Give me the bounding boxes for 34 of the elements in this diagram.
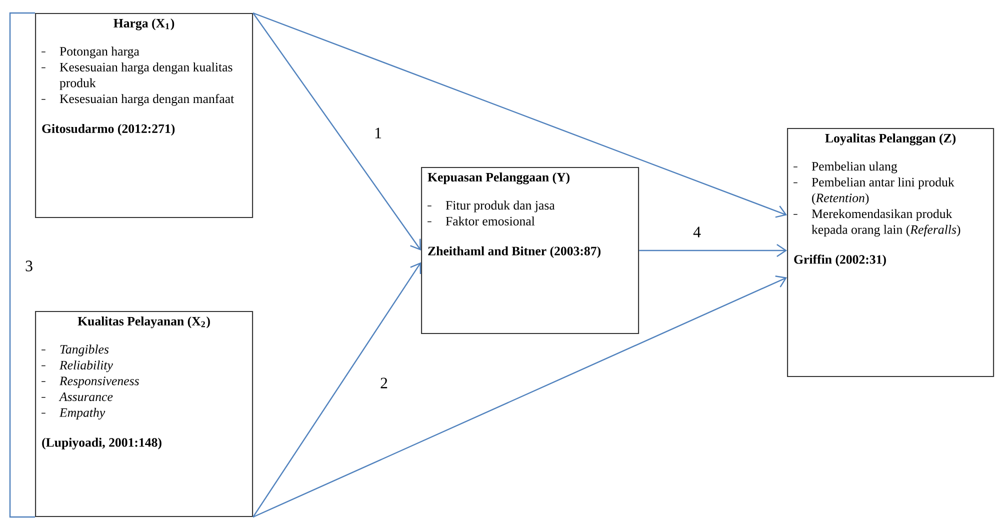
bullet-item: Assurance bbox=[41, 392, 113, 402]
variable-box bbox=[35, 13, 254, 218]
variable-box bbox=[35, 311, 254, 518]
edge-label: 3 bbox=[26, 260, 32, 272]
arrow bbox=[639, 244, 787, 258]
bullet-item: Faktor emosional bbox=[427, 216, 535, 226]
edge-label: 1 bbox=[375, 128, 382, 138]
source-citation: Griffin (2002:31) bbox=[794, 254, 886, 266]
edge-label: 4 bbox=[693, 226, 701, 238]
source-citation: Gitosudarmo (2012:271) bbox=[42, 124, 175, 136]
bullet-item: Pembelian ulang bbox=[793, 162, 898, 174]
arrow bbox=[252, 12, 421, 251]
bullet-item: Kesesuaian harga dengan kualitas produk bbox=[41, 62, 232, 90]
bullet-item: Reliability bbox=[41, 360, 113, 372]
bullet-item: Tangibles bbox=[41, 344, 109, 356]
arrow bbox=[252, 12, 787, 218]
source-citation: (Lupiyoadi, 2001:148) bbox=[42, 438, 162, 450]
source-citation: Zheithaml and Bitner (2003:87) bbox=[428, 246, 600, 258]
bullet-item: Potongan harga bbox=[41, 46, 140, 58]
arrow bbox=[252, 275, 787, 518]
heading-text: Harga (X$_{1}$) bbox=[114, 18, 174, 30]
bullet-item: Fitur produk dan jasa bbox=[427, 200, 555, 212]
variable-box bbox=[787, 128, 994, 378]
heading-text: Loyalitas Pelanggan (Z) bbox=[825, 134, 956, 146]
heading-text: Kepuasan Pelanggaan (Y) bbox=[428, 172, 570, 184]
bullet-item: Empathy bbox=[41, 408, 106, 420]
arrow bbox=[252, 262, 422, 518]
bullet-item: Merekomendasikan produk kepada orang lain (Referalls) bbox=[793, 209, 960, 237]
variable-box bbox=[421, 167, 640, 334]
bullet-item: Pembelian antar lini produk (Retention) bbox=[793, 177, 954, 205]
bullet-item: Kesesuaian harga dengan manfaat bbox=[41, 94, 234, 106]
heading-text: Kualitas Pelayanan (X$_{2}$) bbox=[78, 316, 210, 328]
edge-label: 2 bbox=[380, 378, 388, 388]
bullet-item: Responsiveness bbox=[41, 376, 139, 388]
